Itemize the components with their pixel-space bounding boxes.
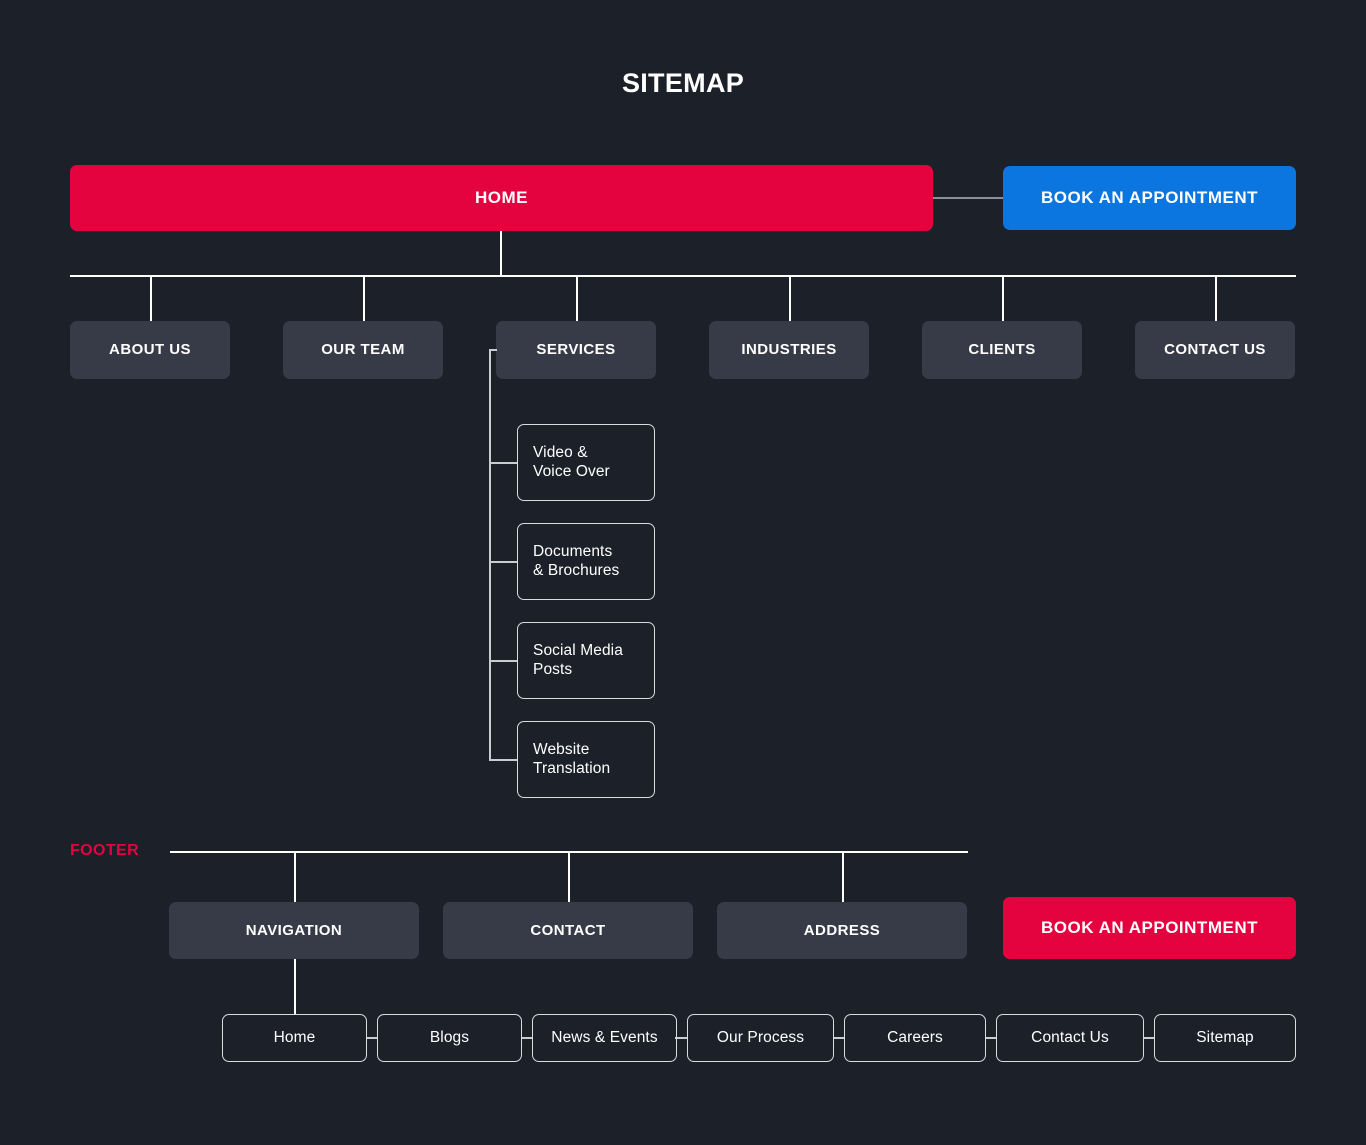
- connector-drop-clients: [1002, 275, 1004, 323]
- node-our-team-label: OUR TEAM: [321, 341, 405, 358]
- connector-drop-footer-contact: [568, 851, 570, 902]
- node-link-news-events-label: News & Events: [551, 1028, 658, 1046]
- node-about-us[interactable]: ABOUT US: [70, 321, 230, 379]
- connector-drop-about-us: [150, 275, 152, 323]
- node-clients[interactable]: CLIENTS: [922, 321, 1082, 379]
- node-link-careers[interactable]: Careers: [844, 1014, 986, 1062]
- node-link-news-events[interactable]: News & Events: [532, 1014, 677, 1062]
- node-link-contact-us-label: Contact Us: [1031, 1028, 1109, 1046]
- node-link-sitemap[interactable]: Sitemap: [1154, 1014, 1296, 1062]
- node-contact-us[interactable]: CONTACT US: [1135, 321, 1295, 379]
- node-clients-label: CLIENTS: [968, 341, 1036, 358]
- node-link-home-label: Home: [273, 1028, 316, 1046]
- node-documents-brochures-line2: & Brochures: [533, 561, 620, 579]
- connector-services-elbow-top: [489, 349, 497, 351]
- node-documents-brochures-line1: Documents: [533, 542, 613, 560]
- node-footer-contact-label: CONTACT: [530, 921, 606, 939]
- node-footer-address-label: ADDRESS: [803, 921, 881, 939]
- page-title: SITEMAP: [621, 68, 745, 98]
- node-home[interactable]: HOME: [70, 165, 933, 231]
- connector-drop-footer-links: [294, 959, 296, 1014]
- connector-home-stem: [500, 231, 502, 276]
- connector-home-to-cta: [933, 197, 1003, 199]
- connector-link-news-process: [675, 1037, 687, 1039]
- node-footer-contact[interactable]: CONTACT: [443, 902, 693, 959]
- connector-drop-our-team: [363, 275, 365, 323]
- node-footer-address[interactable]: ADDRESS: [717, 902, 967, 959]
- node-documents-brochures[interactable]: Documents & Brochures: [517, 523, 655, 600]
- footer-tag: FOOTER: [70, 842, 140, 859]
- node-link-contact-us[interactable]: Contact Us: [996, 1014, 1144, 1062]
- node-book-an-appointment-top[interactable]: BOOK AN APPOINTMENT: [1003, 166, 1296, 230]
- node-website-translation-line2: Translation: [533, 759, 611, 777]
- connector-drop-footer-address: [842, 851, 844, 902]
- node-link-home[interactable]: Home: [222, 1014, 367, 1062]
- node-social-media-posts-line1: Social Media: [533, 641, 623, 659]
- node-link-careers-label: Careers: [887, 1028, 943, 1046]
- connector-drop-contact-us: [1215, 275, 1217, 323]
- node-services-label: SERVICES: [536, 341, 616, 358]
- connector-link-home-blogs: [366, 1037, 378, 1039]
- node-video-voice-over-line1: Video &: [533, 443, 588, 461]
- node-website-translation-line1: Website: [533, 740, 590, 758]
- connector-stub-social-media-posts: [489, 660, 518, 662]
- node-our-team[interactable]: OUR TEAM: [283, 321, 443, 379]
- node-link-blogs-label: Blogs: [429, 1028, 470, 1046]
- node-link-our-process[interactable]: Our Process: [687, 1014, 834, 1062]
- node-link-sitemap-label: Sitemap: [1196, 1028, 1254, 1046]
- node-social-media-posts[interactable]: Social Media Posts: [517, 622, 655, 699]
- connector-services-spine: [489, 349, 491, 761]
- node-about-us-label: ABOUT US: [109, 341, 191, 358]
- connector-drop-services: [576, 275, 578, 323]
- node-book-an-appointment-top-label: BOOK AN APPOINTMENT: [1041, 187, 1258, 207]
- node-social-media-posts-line2: Posts: [533, 660, 573, 678]
- node-video-voice-over-line2: Voice Over: [533, 462, 610, 480]
- node-industries[interactable]: INDUSTRIES: [709, 321, 869, 379]
- node-book-an-appointment-footer[interactable]: BOOK AN APPOINTMENT: [1003, 897, 1296, 959]
- node-services[interactable]: SERVICES: [496, 321, 656, 379]
- node-book-an-appointment-footer-label: BOOK AN APPOINTMENT: [1041, 917, 1258, 937]
- connector-link-contact-sitemap: [1143, 1037, 1155, 1039]
- node-link-our-process-label: Our Process: [716, 1028, 805, 1046]
- node-website-translation[interactable]: Website Translation: [517, 721, 655, 798]
- node-footer-navigation[interactable]: NAVIGATION: [169, 902, 419, 959]
- node-footer-navigation-label: NAVIGATION: [245, 921, 343, 939]
- node-home-label: HOME: [475, 187, 528, 207]
- connector-drop-industries: [789, 275, 791, 323]
- node-industries-label: INDUSTRIES: [741, 341, 837, 358]
- connector-link-process-careers: [833, 1037, 845, 1039]
- node-link-blogs[interactable]: Blogs: [377, 1014, 522, 1062]
- connector-stub-video-voice-over: [489, 462, 518, 464]
- node-contact-us-label: CONTACT US: [1164, 341, 1266, 358]
- connector-link-blogs-news: [521, 1037, 533, 1039]
- connector-link-careers-contact: [985, 1037, 997, 1039]
- node-video-voice-over[interactable]: Video & Voice Over: [517, 424, 655, 501]
- connector-primary-bus: [70, 275, 1296, 277]
- connector-stub-documents-brochures: [489, 561, 518, 563]
- connector-stub-website-translation: [489, 759, 518, 761]
- connector-drop-footer-navigation: [294, 851, 296, 902]
